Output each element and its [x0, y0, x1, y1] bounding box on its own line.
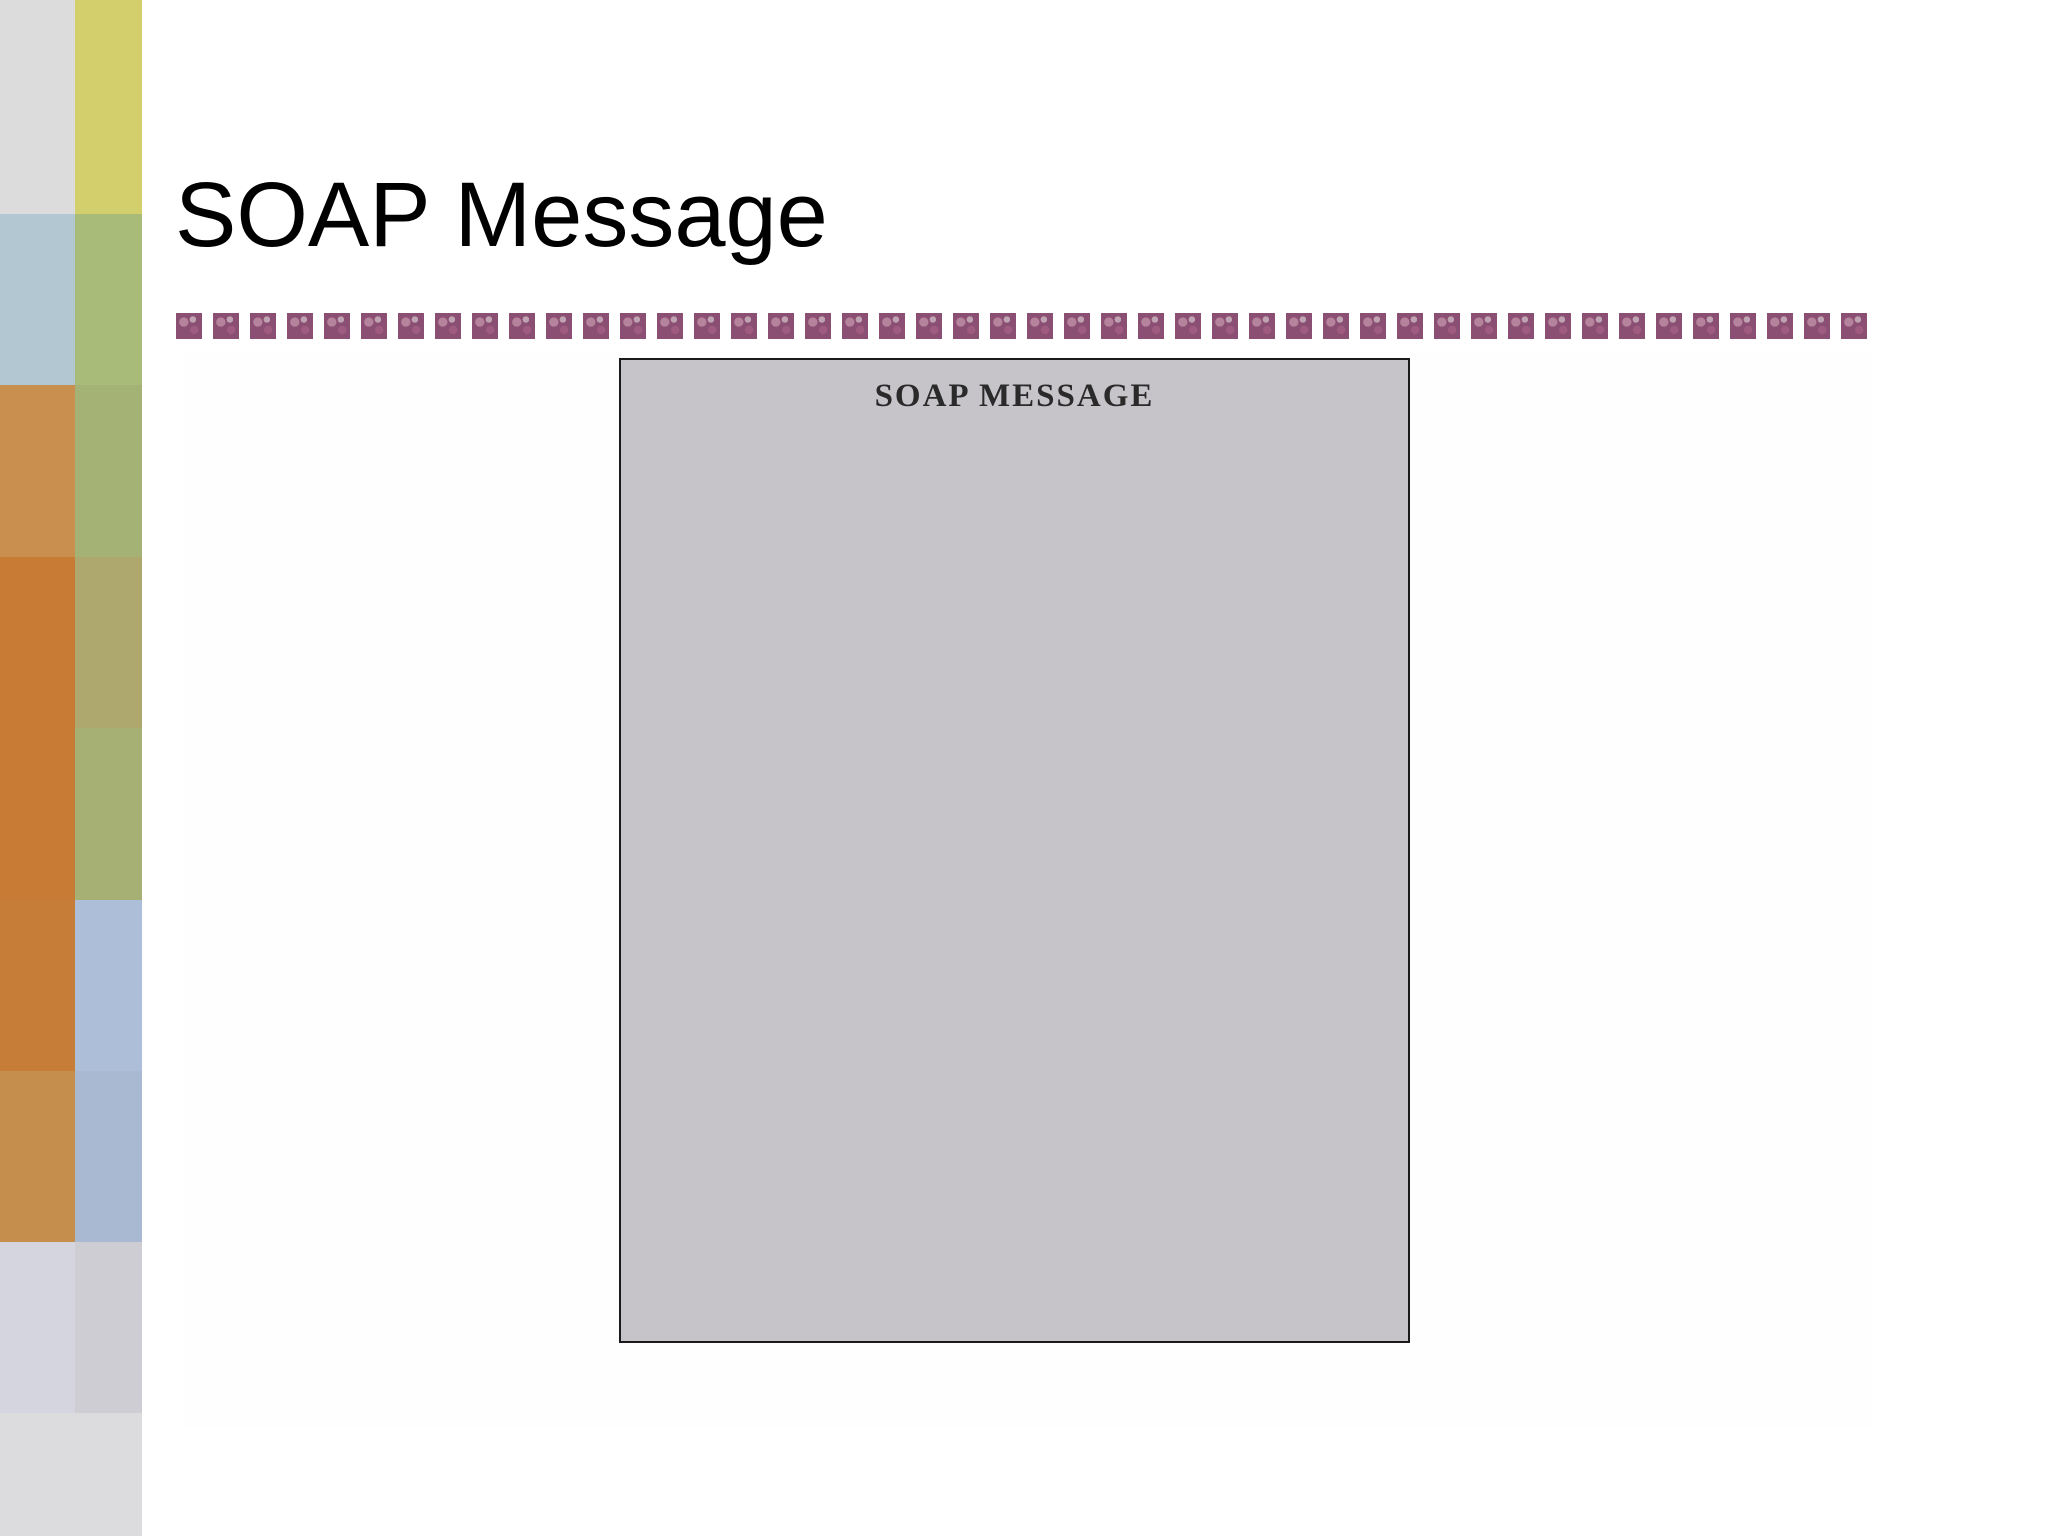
divider-square — [1175, 313, 1201, 339]
divider-square — [546, 313, 572, 339]
divider-square — [768, 313, 794, 339]
divider-square — [176, 313, 202, 339]
divider-square — [1767, 313, 1793, 339]
divider-square — [1804, 313, 1830, 339]
sidebar-block — [75, 385, 142, 557]
sidebar-block — [75, 900, 142, 1071]
divider-square — [1138, 313, 1164, 339]
sidebar-block — [0, 1413, 142, 1536]
divider-square — [1545, 313, 1571, 339]
divider-square — [990, 313, 1016, 339]
sidebar-block — [75, 1071, 142, 1242]
divider-square — [694, 313, 720, 339]
sidebar-block — [75, 214, 142, 385]
divider-square — [620, 313, 646, 339]
sidebar-block — [0, 1242, 75, 1413]
divider-square — [583, 313, 609, 339]
divider-square — [1730, 313, 1756, 339]
divider-square — [657, 313, 683, 339]
divider-square — [1693, 313, 1719, 339]
divider-square — [1508, 313, 1534, 339]
divider-square — [731, 313, 757, 339]
divider-square — [324, 313, 350, 339]
divider-square — [1360, 313, 1386, 339]
divider-square — [1027, 313, 1053, 339]
divider-square — [398, 313, 424, 339]
decorative-divider — [176, 313, 1872, 339]
sidebar-block — [0, 900, 75, 1071]
divider-square — [1101, 313, 1127, 339]
divider-square — [1397, 313, 1423, 339]
sidebar-block — [75, 0, 142, 214]
divider-square — [1619, 313, 1645, 339]
sidebar-block — [0, 1071, 75, 1242]
sidebar-block — [0, 557, 75, 900]
divider-square — [435, 313, 461, 339]
divider-square — [1212, 313, 1238, 339]
sidebar-block — [75, 557, 142, 728]
divider-square — [287, 313, 313, 339]
divider-square — [953, 313, 979, 339]
divider-square — [842, 313, 868, 339]
decorative-sidebar — [0, 0, 142, 1536]
divider-square — [1434, 313, 1460, 339]
sidebar-block — [0, 0, 75, 214]
divider-square — [1471, 313, 1497, 339]
divider-square — [1582, 313, 1608, 339]
divider-square — [879, 313, 905, 339]
divider-square — [1323, 313, 1349, 339]
divider-square — [509, 313, 535, 339]
divider-square — [213, 313, 239, 339]
divider-square — [361, 313, 387, 339]
divider-square — [805, 313, 831, 339]
sidebar-block — [75, 728, 142, 900]
divider-square — [1656, 313, 1682, 339]
soap-message-label: SOAP MESSAGE — [874, 378, 1155, 414]
divider-square — [1286, 313, 1312, 339]
divider-square — [1249, 313, 1275, 339]
divider-square — [1841, 313, 1867, 339]
sidebar-block — [0, 214, 75, 385]
page-title: SOAP Message — [175, 164, 828, 266]
divider-square — [250, 313, 276, 339]
sidebar-block — [75, 1242, 142, 1413]
divider-square — [1064, 313, 1090, 339]
soap-message-box: SOAP MESSAGE — [619, 358, 1410, 1343]
divider-square — [916, 313, 942, 339]
sidebar-block — [0, 385, 75, 557]
divider-square — [472, 313, 498, 339]
